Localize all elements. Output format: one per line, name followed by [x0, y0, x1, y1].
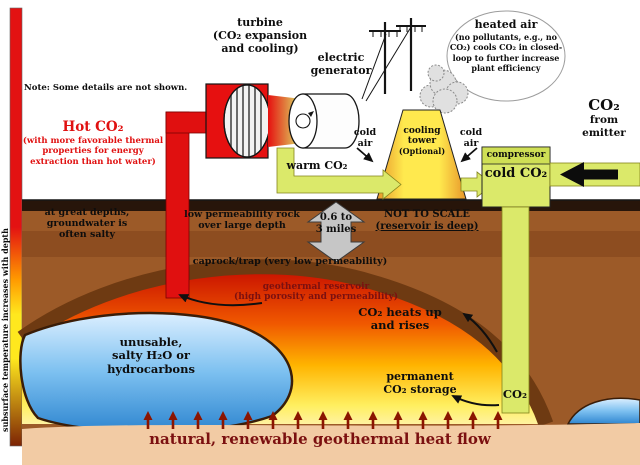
compressor-unit [481, 146, 551, 208]
label-line: over large depth [198, 220, 286, 232]
temperature-scale-bar [9, 7, 23, 447]
label-body: (with more favorable thermal properties … [22, 135, 164, 167]
label-line: unusable, [119, 335, 183, 349]
compressor-label: compressor [486, 150, 546, 160]
label-line: cooling [403, 126, 441, 136]
groundwater-label: at great depths, groundwater is often sa… [28, 207, 146, 240]
heat-flow-band [22, 423, 640, 465]
label-line: emitter [582, 126, 626, 139]
flow-arrow-to-production-well [178, 294, 263, 307]
cold-air-arrow-left-icon [356, 147, 374, 163]
steam-cloud-icon [419, 64, 469, 114]
low-permeability-label: low permeability rock over large depth [176, 209, 308, 231]
co2-from-emitter-label: CO₂ from emitter [572, 96, 636, 139]
not-to-scale-label: NOT TO SCALE (reservoir is deep) [366, 209, 488, 232]
hot-co2-production-pipe [165, 111, 211, 299]
label-line: NOT TO SCALE [383, 209, 470, 220]
rotation-arrowhead-icon [308, 111, 314, 117]
unusable-water-label: unusable, salty H₂O or hydrocarbons [76, 335, 226, 376]
label-line: 3 miles [315, 223, 357, 235]
label-line: tower [407, 136, 437, 147]
electric-generator-unit [288, 93, 360, 149]
label-line: geothermal reservoir [262, 282, 370, 292]
generator-end-cap [288, 93, 318, 149]
label-line: CO₂ storage [383, 382, 457, 396]
label-line: 0.6 to [319, 212, 353, 223]
co2-injection-pipe [501, 206, 530, 414]
heat-flow-arrows [142, 409, 504, 431]
flow-arrow-rising-co2 [462, 312, 498, 353]
cold-co2-label: cold CO₂ [484, 166, 548, 181]
label-line: low permeability rock [184, 209, 300, 220]
generator-body [302, 93, 360, 149]
underground-layers [17, 199, 640, 465]
heat-flow-label: natural, renewable geothermal heat flow [149, 430, 491, 448]
hot-pipe-vertical [165, 111, 190, 299]
transmission-tower-icon [361, 18, 426, 102]
heated-air-balloon [446, 10, 566, 102]
label-line: and cooling) [221, 41, 299, 55]
label-line: (Optional) [398, 145, 446, 156]
label-line: permanent [386, 370, 454, 383]
cold-air-arrows [356, 147, 478, 163]
turbine-label: turbine (CO₂ expansion and cooling) [196, 16, 324, 55]
label-line: generator [310, 63, 372, 77]
note-label: Note: Some details are not shown. [24, 83, 188, 93]
depth-axis-label: subsurface temperature increases with de… [0, 228, 10, 432]
label-line: at great depths, [44, 207, 130, 218]
label-line: electric [317, 51, 365, 64]
label-line: (CO₂ expansion [212, 28, 308, 42]
turbine-unit [205, 83, 302, 159]
label-line: CO₂ heats up [358, 305, 442, 319]
caprock-label: caprock/trap (very low permeability) [192, 256, 388, 267]
label-line: groundwater is [46, 218, 128, 230]
co2-heats-up-label: CO₂ heats up and rises [338, 305, 462, 333]
cooling-tower-shape [376, 109, 467, 200]
label-line: (high porosity and permeability) [233, 292, 399, 303]
geothermal-reservoir-label: geothermal reservoir (high porosity and … [232, 282, 400, 303]
depth-range-arrow-icon [306, 201, 366, 263]
flow-arrow-storage [451, 395, 500, 407]
heated-air-label: heated air (no pollutants, e.g., no CO₂)… [446, 18, 566, 73]
cold-air-right-label: cold air [452, 127, 490, 149]
label-title: Hot CO₂ [62, 119, 124, 135]
cold-air-arrow-right-icon [460, 147, 478, 163]
label-line: air [463, 138, 479, 150]
label-line: salty H₂O or [112, 348, 190, 363]
label-line: often salty [58, 229, 116, 241]
depth-range-label: 0.6 to 3 miles [309, 212, 363, 235]
label-title: heated air [474, 18, 538, 31]
compressor-strip [481, 146, 551, 165]
label-line: cold [459, 127, 483, 138]
hot-co2-label: Hot CO₂ (with more favorable thermal pro… [22, 119, 164, 168]
warm-co2-label: warm CO₂ [286, 159, 348, 172]
hot-pipe-horizontal [165, 111, 211, 134]
label-body: (no pollutants, e.g., no CO₂) cools CO₂ … [449, 31, 563, 73]
electric-generator-label: electric generator [302, 51, 380, 78]
permanent-storage-label: permanent CO₂ storage [362, 370, 478, 397]
rotation-icon [295, 113, 311, 129]
warm-co2-pipe [276, 147, 402, 200]
label-line: from [589, 114, 619, 127]
label-line: cold [353, 127, 377, 138]
label-line: turbine [237, 16, 283, 29]
label-line: air [357, 138, 373, 150]
cold-air-left-label: cold air [346, 127, 384, 149]
cooling-tower-label: cooling tower (Optional) [396, 126, 448, 156]
co2-well-bottom-label: CO₂ [502, 387, 528, 401]
reservoir-flow-arrows [178, 294, 500, 407]
label-line: (reservoir is deep) [375, 220, 479, 232]
emitter-flow-arrow-icon [560, 162, 618, 187]
label-line: hydrocarbons [107, 361, 195, 376]
label-line: and rises [370, 318, 430, 333]
label-line: CO₂ [588, 96, 620, 114]
